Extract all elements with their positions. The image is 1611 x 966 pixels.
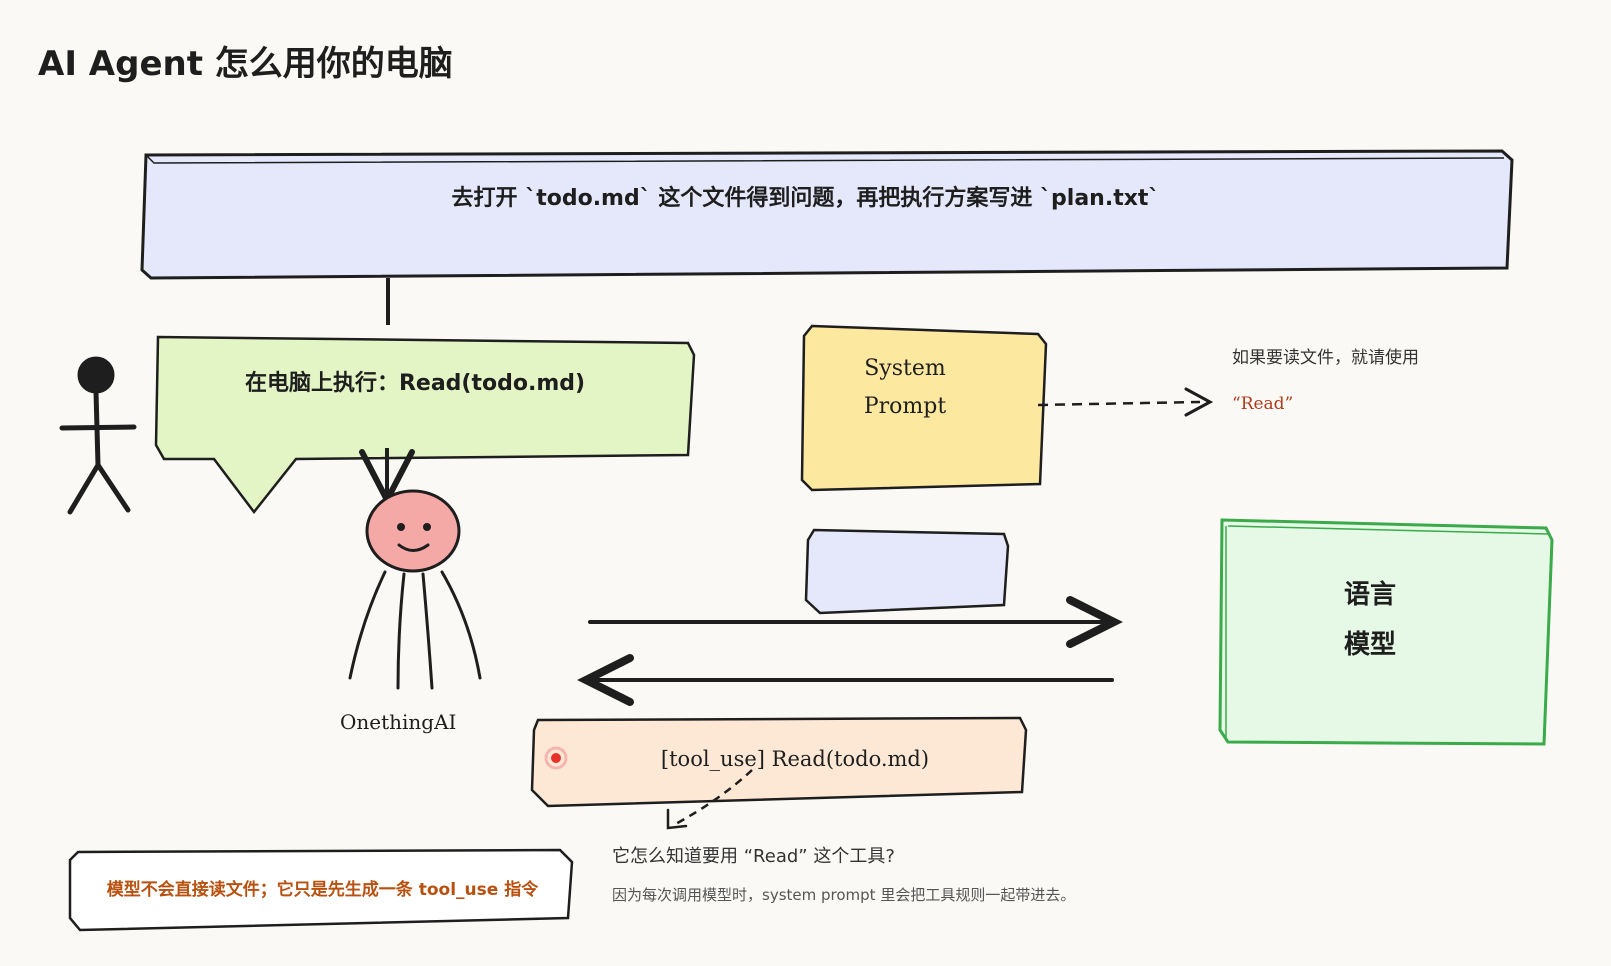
agent-to-lm-arrow: [588, 596, 1123, 648]
exec-speech-bubble: [154, 335, 696, 515]
system-prompt-line1: System: [864, 356, 946, 381]
language-model-box: [1218, 518, 1554, 746]
tool-use-box: [530, 716, 1028, 808]
question-text: 它怎么知道要用 “Read” 这个工具?: [612, 846, 895, 867]
instruction-text: 去打开 `todo.md` 这个文件得到问题，再把执行方案写进 `plan.tx…: [451, 186, 1160, 211]
agent-name: OnethingAI: [340, 710, 457, 734]
system-to-note-arrow: [1037, 387, 1214, 417]
warning-box: [68, 848, 574, 932]
tool-rule-name: “Read”: [1232, 394, 1294, 414]
lm-line1: 语言: [1343, 580, 1396, 610]
system-prompt-box: [800, 324, 1048, 492]
instruction-banner: [140, 149, 1514, 280]
warning-text: 模型不会直接读文件；它只是先生成一条 tool_use 指令: [106, 880, 539, 900]
tool-to-question-arrow: [666, 769, 753, 830]
execute-text: 在电脑上执行：Read(todo.md): [244, 371, 586, 396]
tool-use-text: [tool_use] Read(todo.md): [660, 747, 930, 771]
user-stick-figure: [59, 356, 137, 515]
agent-character: [348, 489, 482, 690]
system-prompt-label: System Prompt: [790, 350, 1020, 426]
record-dot-icon: [551, 753, 561, 763]
lm-to-agent-arrow: [577, 654, 1114, 706]
system-prompt-line2: Prompt: [863, 394, 947, 419]
tool-rule-note: 如果要读文件，就请使用: [1232, 348, 1419, 368]
request-payload-box: [804, 528, 1010, 615]
page-title: AI Agent 怎么用你的电脑: [38, 44, 453, 84]
lm-line2: 模型: [1343, 630, 1396, 660]
answer-text: 因为每次调用模型时，system prompt 里会把工具规则一起带进去。: [612, 886, 1076, 904]
language-model-label: 语言 模型: [1220, 570, 1520, 670]
